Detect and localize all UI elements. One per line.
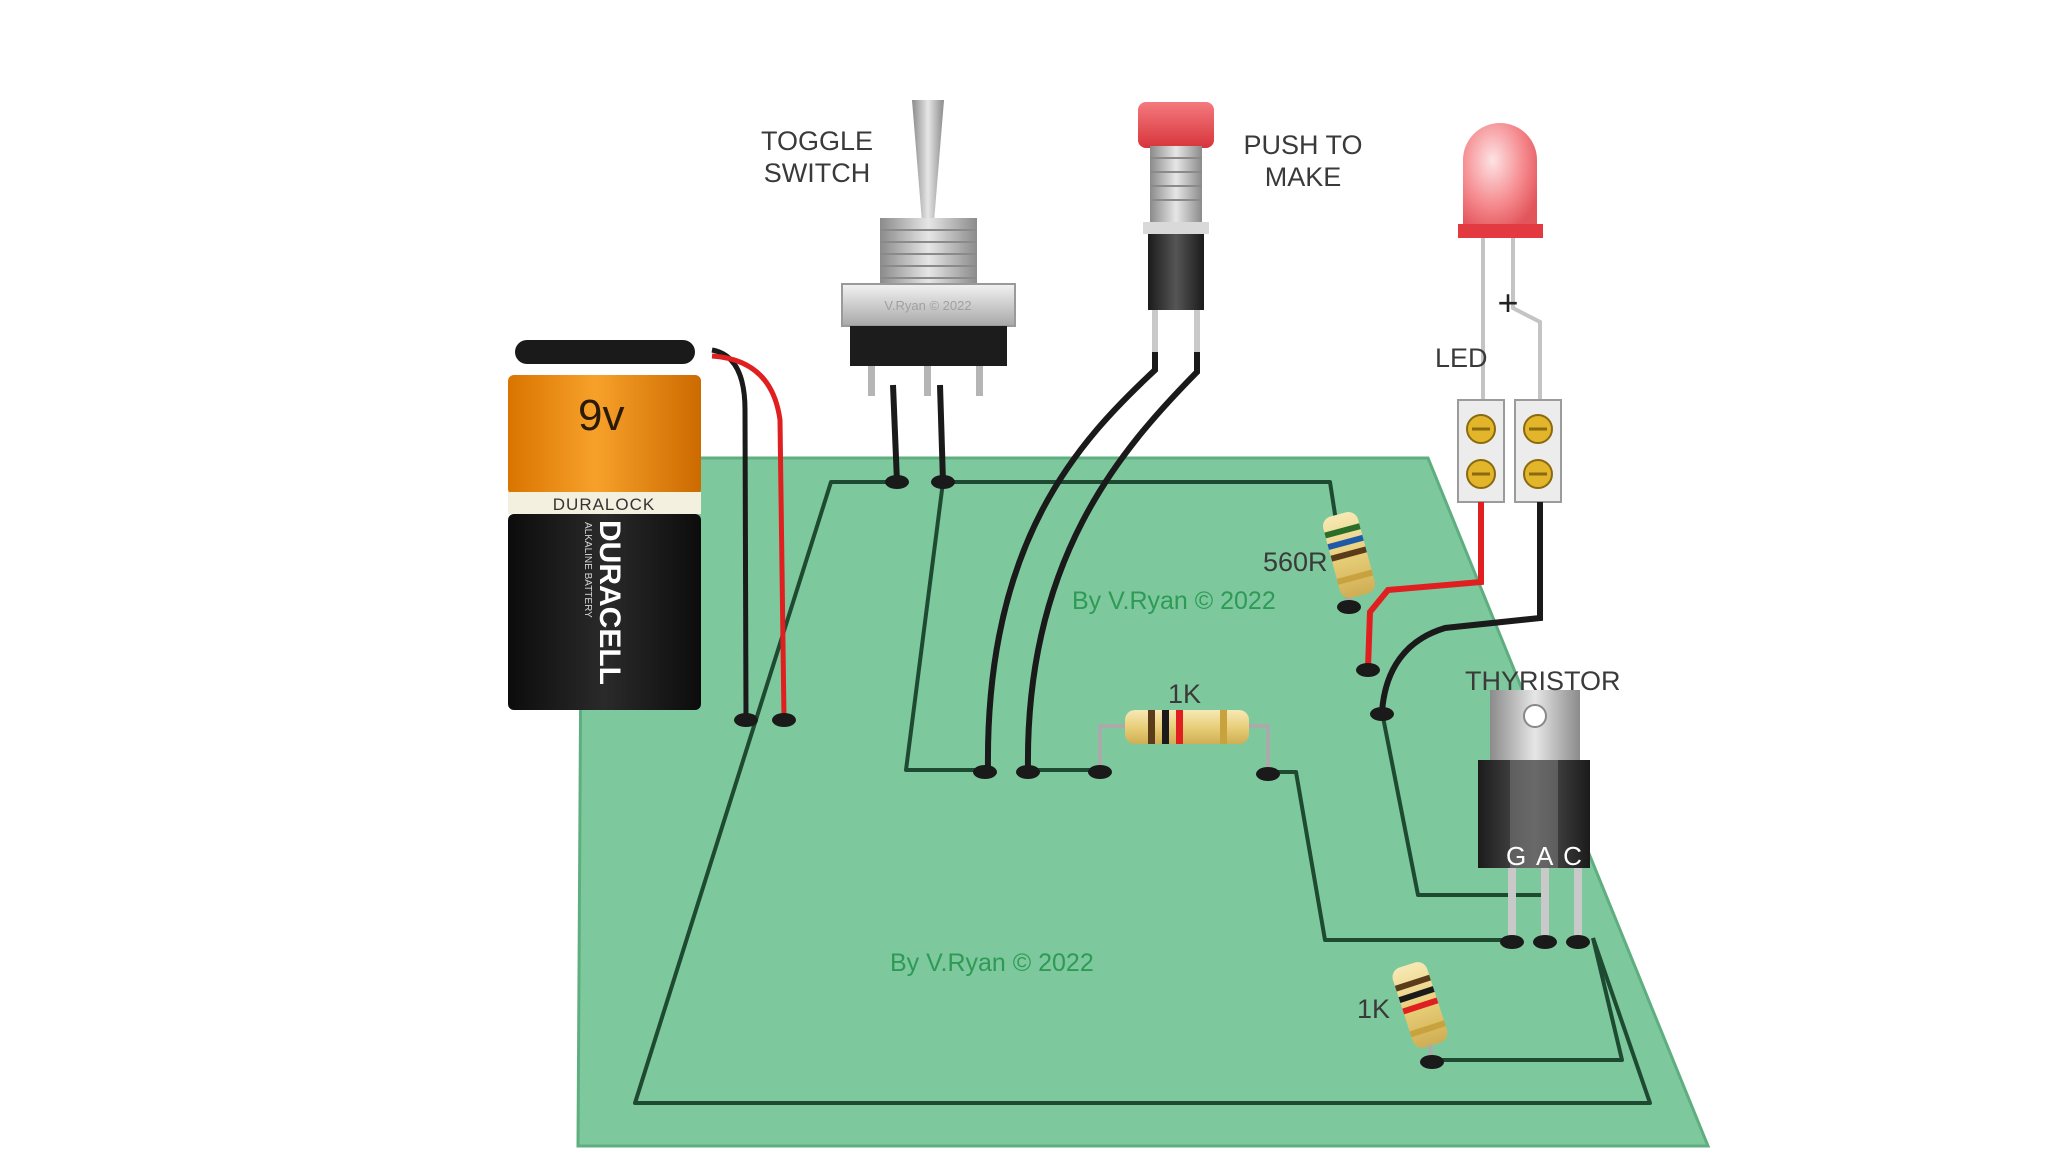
resistor-1k-top-label: 1K [1168, 679, 1201, 709]
led [1458, 123, 1543, 400]
led-label: LED [1435, 343, 1488, 373]
led-polarity-label: + [1497, 282, 1518, 323]
battery-band-text: DURALOCK [553, 495, 655, 514]
led-wire-red [1365, 502, 1484, 669]
toggle-plate-text: V.Ryan © 2022 [884, 298, 971, 313]
push-to-make-switch [1138, 102, 1214, 352]
resistor-1k-bottom-label: 1K [1357, 994, 1390, 1024]
credit-top: By V.Ryan © 2022 [1072, 587, 1276, 615]
thyristor-pin-labels: G A C [1506, 841, 1584, 871]
battery-wire-black [711, 347, 749, 719]
toggle-switch-label-line2: SWITCH [764, 158, 870, 188]
thyristor [1478, 690, 1590, 940]
battery-brand: DURACELL [593, 520, 626, 685]
toggle-wire-2 [937, 384, 946, 483]
terminal-block [1457, 399, 1562, 503]
push-to-make-label-line1: PUSH TO [1243, 130, 1362, 160]
battery-wire-red [711, 353, 787, 719]
credit-bottom: By V.Ryan © 2022 [890, 949, 1094, 977]
resistor-560r-label: 560R [1263, 547, 1328, 577]
battery-voltage-label: 9v [578, 391, 624, 440]
toggle-switch: V.Ryan © 2022 [841, 100, 1016, 396]
push-switch-wire-1 [984, 352, 1158, 771]
toggle-switch-label-line1: TOGGLE [761, 126, 873, 156]
push-to-make-label-line2: MAKE [1265, 162, 1342, 192]
toggle-wire-1 [890, 384, 900, 483]
resistor-1k-angled [1392, 962, 1448, 1061]
led-wire-black [1379, 502, 1543, 713]
pcb-pads [734, 475, 1590, 1069]
thyristor-label: THYRISTOR [1465, 666, 1621, 696]
resistor-1k-horizontal [1098, 710, 1270, 772]
battery-9v: 9v DURALOCK DURACELL ALKALINE BATTERY [508, 340, 701, 710]
resistor-560r [1322, 512, 1376, 607]
push-switch-wire-2 [1024, 352, 1200, 771]
battery-subtitle: ALKALINE BATTERY [582, 522, 593, 618]
